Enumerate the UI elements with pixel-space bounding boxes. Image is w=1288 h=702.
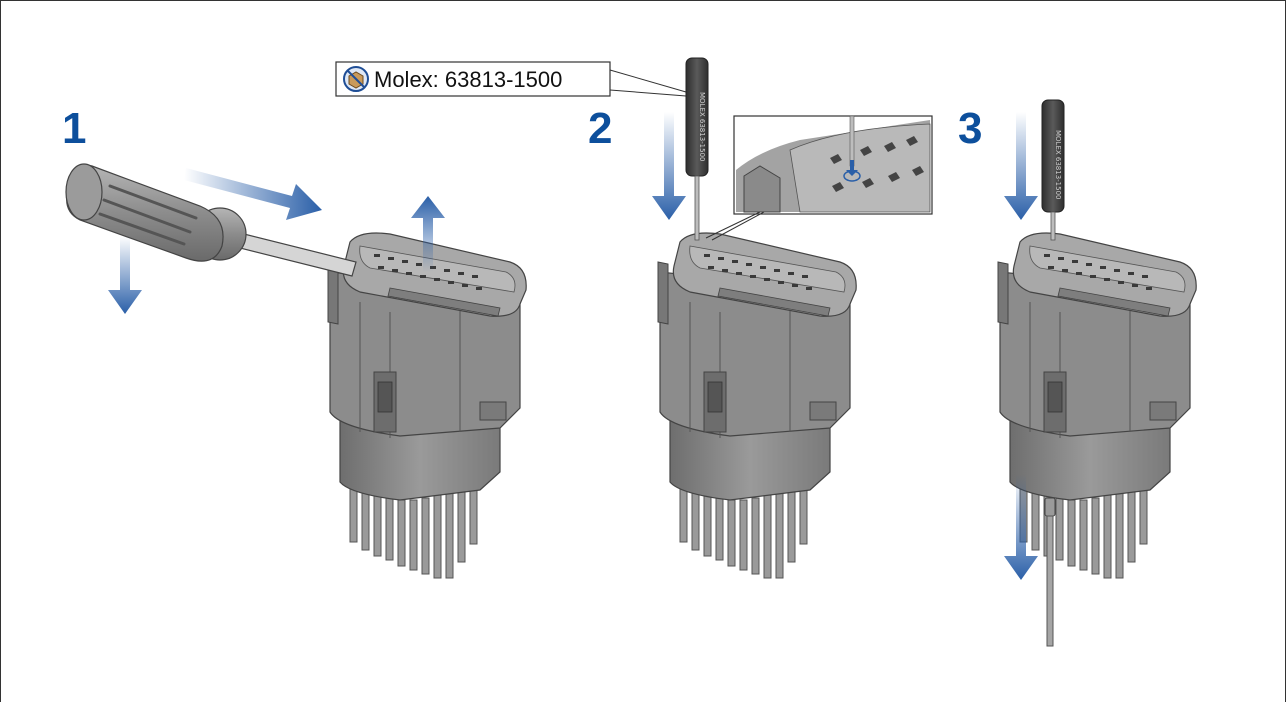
tool-package-icon	[343, 66, 369, 92]
step-3: 3 MOLEX 63813-1500	[958, 99, 1197, 647]
flat-screwdriver-icon	[65, 163, 357, 277]
step-number-1: 1	[62, 104, 86, 153]
tool-engraving: MOLEX 63813-1500	[1054, 130, 1062, 200]
step-number-3: 3	[958, 104, 982, 153]
connector-step-1	[327, 232, 527, 579]
down-arrow-icon	[652, 112, 686, 220]
detail-inset	[705, 115, 933, 241]
connector-step-2	[657, 232, 857, 579]
tool-callout: Molex: 63813-1500	[335, 61, 687, 97]
down-arrow-icon	[108, 236, 142, 314]
connector-step-3	[997, 232, 1197, 579]
tool-callout-label: Molex: 63813-1500	[374, 67, 562, 92]
extraction-tool-icon: MOLEX 63813-1500	[1041, 99, 1065, 241]
removed-terminal-icon	[1044, 497, 1056, 647]
down-arrow-icon	[1004, 474, 1038, 580]
up-arrow-icon	[411, 196, 445, 272]
step-1: 1	[62, 104, 527, 579]
tool-engraving: MOLEX 63813-1500	[698, 92, 706, 162]
down-arrow-icon	[1004, 112, 1038, 220]
step-number-2: 2	[588, 104, 612, 153]
step-2: 2 Molex: 63813-1500 MOLEX 63813-1500	[335, 57, 933, 579]
push-arrow-icon	[184, 168, 322, 220]
extraction-tool-icon: MOLEX 63813-1500	[685, 57, 709, 241]
